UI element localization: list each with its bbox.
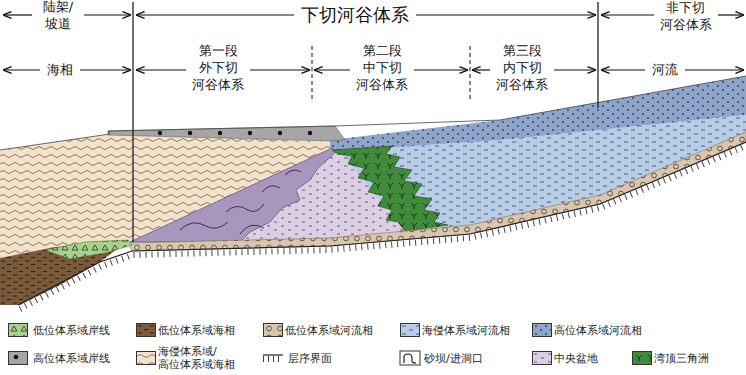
legend-text: 中央盆地 xyxy=(554,352,598,365)
swatch-pattern xyxy=(264,324,283,337)
legend-text: 层序界面 xyxy=(288,352,332,365)
legend-swatch xyxy=(136,351,156,365)
legend-text: 湾顶三角洲 xyxy=(654,352,709,365)
section-label: 第一段 外下切 河谷体系 xyxy=(189,43,246,94)
swatch-pattern xyxy=(9,352,28,365)
section-label: 河流 xyxy=(652,62,678,78)
legend-text: 砂坝/进洞口 xyxy=(424,352,483,365)
lst-shoreline xyxy=(45,240,132,259)
swatch-pattern xyxy=(633,352,652,365)
legend-text: 低位体系域河流相 xyxy=(285,324,373,337)
section-label: 下切河谷体系 xyxy=(301,4,409,26)
legend-sand-bar-frame xyxy=(400,351,420,365)
section-label: 第二段 中下切 河谷体系 xyxy=(353,43,410,94)
swatch-pattern xyxy=(401,324,420,337)
sand-bar xyxy=(130,148,336,242)
swatch-pattern xyxy=(9,324,28,337)
legend-text: 低位体系域岸线 xyxy=(33,324,110,337)
legend-swatch xyxy=(263,323,283,337)
section-label: 第三段 内下切 河谷体系 xyxy=(493,43,550,94)
legend-text: 海侵体系域河流相 xyxy=(422,324,510,337)
swatch-pattern xyxy=(137,352,156,365)
sand-bar-lines xyxy=(180,170,301,234)
division-line xyxy=(132,2,133,242)
legend-text: 海侵体系域/ 高位体系域海相 xyxy=(158,345,239,371)
division-line xyxy=(597,2,598,108)
legend-sequence-boundary-hatch xyxy=(263,356,283,362)
legend-text: 低位体系域海相 xyxy=(158,324,235,337)
legend-swatch xyxy=(8,351,28,365)
legend-sequence-boundary-symbol xyxy=(263,354,283,355)
lst-fluvial-pattern xyxy=(128,132,746,251)
swatch-pattern xyxy=(533,324,552,337)
section-label: 陆架/ 坡道 xyxy=(39,0,78,33)
legend-swatch xyxy=(532,323,552,337)
legend-sand-bar-symbol xyxy=(404,354,416,363)
legend-swatch xyxy=(8,323,28,337)
sequence-boundary-hatch xyxy=(20,146,746,309)
bayhead-delta-pattern xyxy=(332,146,448,231)
section-label: 非下切 河谷体系 xyxy=(658,0,714,34)
division-line-dashed xyxy=(312,46,313,100)
legend-text: 高位体系域河流相 xyxy=(554,324,642,337)
hst-shoreline-dots xyxy=(158,131,312,135)
swatch-pattern xyxy=(533,352,552,365)
division-line-dashed xyxy=(470,46,471,100)
legend-swatch xyxy=(400,323,420,337)
bayhead-delta xyxy=(332,146,448,231)
swatch-pattern xyxy=(137,324,156,337)
legend-swatch xyxy=(632,351,652,365)
legend-swatch xyxy=(532,351,552,365)
legend-swatch xyxy=(136,323,156,337)
legend-text: 高位体系域岸线 xyxy=(33,352,110,365)
lst-shoreline-pattern xyxy=(45,240,132,259)
section-label: 海相 xyxy=(47,62,73,78)
sequence-boundary xyxy=(18,142,746,305)
lst-fluvial xyxy=(128,132,746,251)
